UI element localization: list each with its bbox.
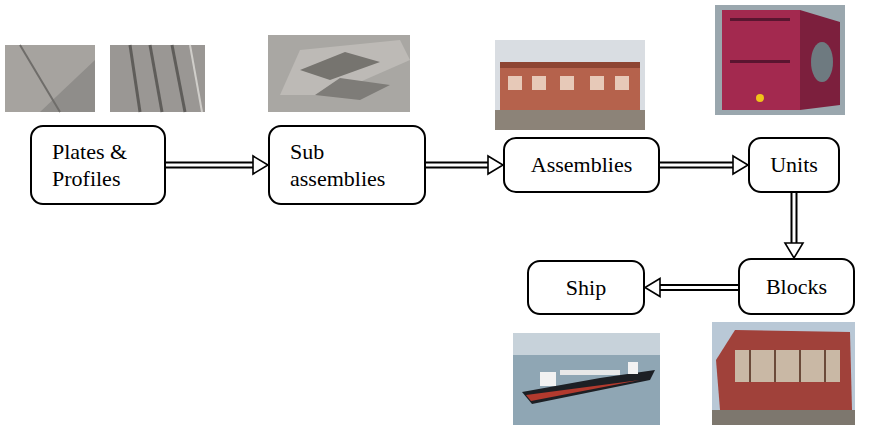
process-box: Sub assemblies xyxy=(268,125,426,205)
arrow-shaft xyxy=(659,284,738,291)
flow-arrow xyxy=(785,193,803,258)
block-photo xyxy=(712,322,855,425)
arrow-head xyxy=(488,156,503,174)
unit-photo xyxy=(715,5,845,115)
box-label: Assemblies xyxy=(515,151,648,179)
plates-photo xyxy=(5,45,205,112)
box-label: Blocks xyxy=(750,273,843,301)
box-label: Sub assemblies xyxy=(290,138,412,193)
arrow-shaft-inner xyxy=(166,164,254,167)
arrow-shaft-inner xyxy=(426,164,489,167)
flow-arrow xyxy=(660,156,748,174)
flow-arrow xyxy=(426,156,503,174)
ship-photo xyxy=(513,333,660,425)
process-box: Units xyxy=(748,137,840,193)
assembly-photo xyxy=(495,40,645,130)
process-box: Plates & Profiles xyxy=(30,125,166,205)
box-label: Plates & Profiles xyxy=(52,138,152,193)
arrow-head xyxy=(733,156,748,174)
flow-arrow xyxy=(645,279,738,297)
process-box: Blocks xyxy=(738,258,855,315)
arrow-head xyxy=(253,156,268,174)
arrow-shaft-inner xyxy=(659,286,738,289)
process-box: Assemblies xyxy=(503,137,660,193)
subassembly-photo xyxy=(268,35,410,112)
arrow-shaft-inner xyxy=(660,164,734,167)
arrow-shaft xyxy=(791,193,798,244)
arrow-head xyxy=(645,279,660,297)
arrow-shaft xyxy=(660,162,734,169)
box-label: Units xyxy=(760,151,828,179)
flow-arrow xyxy=(166,156,268,174)
arrow-shaft xyxy=(166,162,254,169)
arrow-head xyxy=(785,243,803,258)
arrow-shaft-inner xyxy=(793,193,796,244)
process-box: Ship xyxy=(527,260,645,315)
arrow-shaft xyxy=(426,162,489,169)
box-label: Ship xyxy=(539,274,633,302)
